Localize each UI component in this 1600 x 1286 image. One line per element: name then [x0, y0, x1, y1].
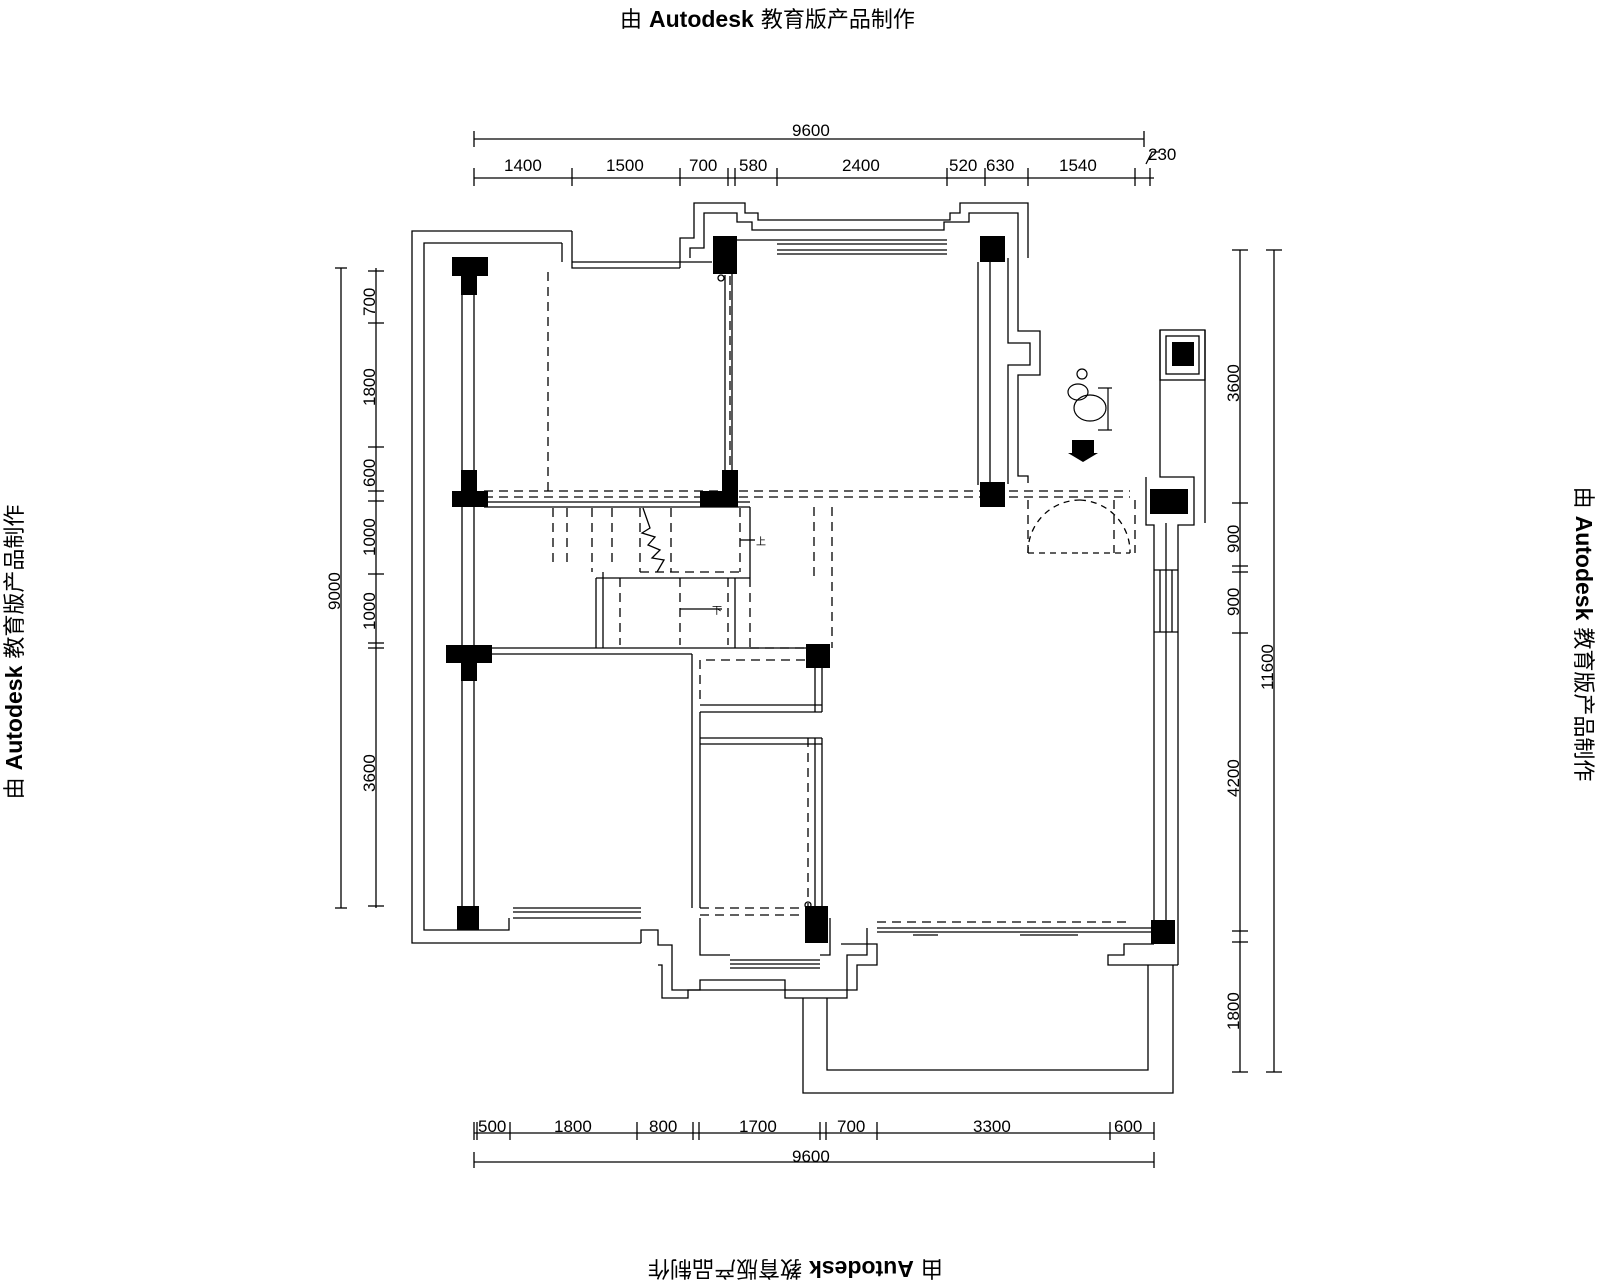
dim-top-9: 230: [1148, 145, 1176, 164]
dim-top-4: 580: [739, 156, 767, 175]
dim-left-1: 700: [360, 288, 379, 316]
bottom-dimension-chain: [473, 1122, 1155, 1168]
dim-right-1: 3600: [1224, 364, 1243, 402]
entrance-figure-icon: [1067, 368, 1112, 431]
dim-top-2: 1500: [606, 156, 644, 175]
top-dimension-chain: [473, 131, 1160, 186]
entrance-door: [1027, 499, 1131, 554]
dim-left-4: 1000: [360, 518, 379, 556]
dimension-labels: 9600 1400 1500 700 580 2400 520 630 1540…: [325, 121, 1277, 1166]
arrow-down-icon: [1068, 440, 1098, 462]
dim-left-total: 9000: [325, 572, 344, 610]
dim-left-6: 3600: [360, 754, 379, 792]
structural-columns: [446, 236, 1194, 944]
dim-top-8: 1540: [1059, 156, 1097, 175]
dim-bottom-1: 500: [478, 1117, 506, 1136]
dim-bottom-7: 600: [1114, 1117, 1142, 1136]
dim-top-5: 2400: [842, 156, 880, 175]
dim-top-total: 9600: [792, 121, 830, 140]
watermark-top: 由 Autodesk 教育版产品制作: [620, 6, 915, 33]
dim-top-7: 630: [986, 156, 1014, 175]
dim-bottom-4: 1700: [739, 1117, 777, 1136]
stair-up-label: 上: [756, 536, 766, 548]
left-dimension-chain: [335, 267, 384, 909]
stair-down-label: 下: [712, 606, 722, 617]
exterior-walls: [411, 202, 1206, 999]
dim-top-3: 700: [689, 156, 717, 175]
dim-bottom-5: 700: [837, 1117, 865, 1136]
dim-right-5: 1800: [1224, 992, 1243, 1030]
dim-bottom-3: 800: [649, 1117, 677, 1136]
dim-top-6: 520: [949, 156, 977, 175]
stair-break-line: [640, 507, 666, 573]
dim-right-4: 4200: [1224, 759, 1243, 797]
interior-walls: [484, 272, 823, 928]
dim-left-5: 1000: [360, 592, 379, 630]
dim-left-3: 600: [360, 459, 379, 487]
dim-right-3: 900: [1224, 588, 1243, 616]
right-dimension-chain: [1232, 249, 1282, 1073]
dim-right-total: 11600: [1258, 644, 1277, 690]
dim-right-2: 900: [1224, 525, 1243, 553]
dim-bottom-2: 1800: [554, 1117, 592, 1136]
dim-bottom-total: 9600: [792, 1147, 830, 1166]
dashed-beams: [484, 272, 1136, 923]
dim-bottom-6: 3300: [973, 1117, 1011, 1136]
terrace: [802, 965, 1174, 1094]
dim-left-2: 1800: [360, 368, 379, 406]
dim-top-1: 1400: [504, 156, 542, 175]
